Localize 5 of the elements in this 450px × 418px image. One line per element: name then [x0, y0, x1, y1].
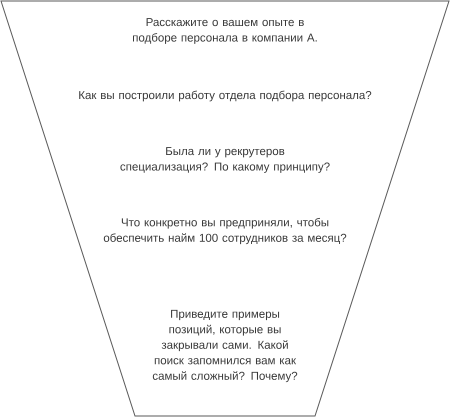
- question-text: Что конкретно вы предприняли, чтобы обеспечить найм 100 сотрудников за месяц?: [104, 218, 346, 244]
- question-text: Приведите примеры позиций, которые вы закрывали сами. Какой поиск запомнился вам как самый сложный? Почему?: [152, 310, 298, 382]
- question-text: Была ли у рекрутеров специализация? По какому принципу?: [120, 147, 330, 173]
- question-text: Расскажите о вашем опыте в подборе персонала в компании А.: [133, 18, 317, 44]
- question-text: Как вы построили работу отдела подбора персонала?: [79, 90, 372, 102]
